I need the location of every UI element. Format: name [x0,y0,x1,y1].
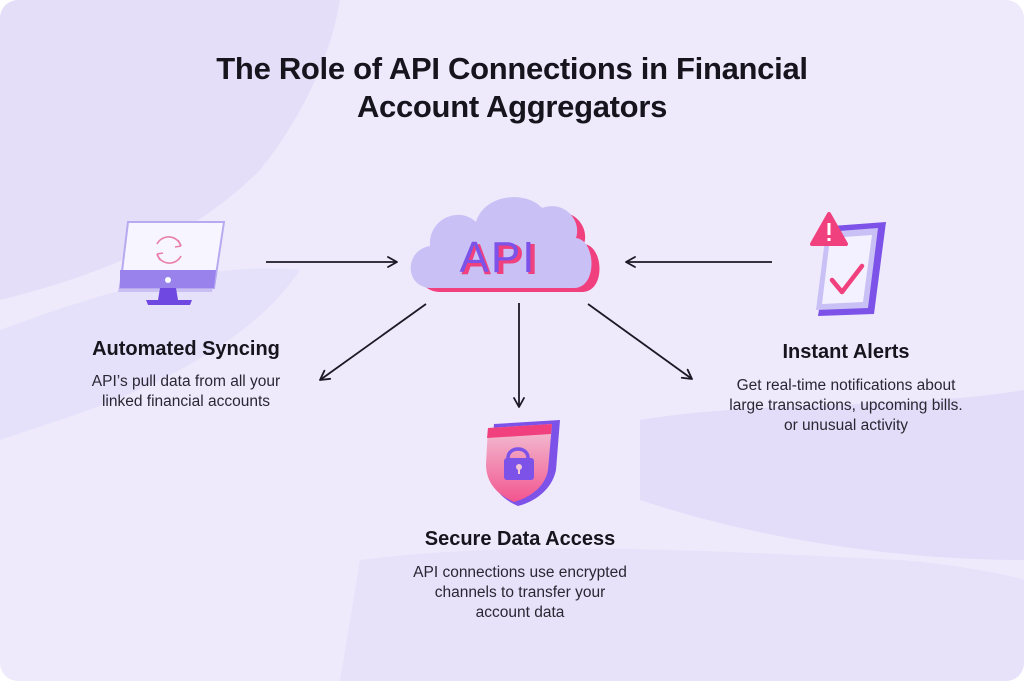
syncing-description: API’s pull data from all your linked fin… [66,372,306,412]
arrow-api-to-alerts [587,303,693,380]
shield-lock-icon [486,420,560,506]
syncing-desc-line-2: linked financial accounts [101,393,271,410]
monitor-sync-icon [118,221,226,305]
alerts-description: Get real-time notifications about large … [701,376,991,436]
phone-alert-icon [810,212,886,316]
title-line-2: Account Aggregators [356,89,668,124]
security-desc-line-1: API connections use encrypted [413,564,627,581]
alerts-desc-line-2: large transactions, upcoming bills. [729,397,963,414]
title-line-1: The Role of API Connections in Financial [216,51,808,86]
alerts-title: Instant Alerts [782,341,910,363]
api-label: API [460,233,537,282]
security-title: Secure Data Access [424,528,616,550]
svg-text:API: API [460,235,539,284]
page-title: The Role of API Connections in Financial… [112,50,912,126]
syncing-desc-line-1: API’s pull data from all your [91,373,281,390]
alerts-desc-line-1: Get real-time notifications about [736,377,956,394]
syncing-title: Automated Syncing [92,338,280,360]
arrow-api-to-syncing [319,303,427,381]
cloud-icon: API API [410,197,600,292]
alerts-desc-line-3: or unusual activity [783,417,909,434]
security-desc-line-3: account data [475,604,565,621]
security-description: API connections use encrypted channels t… [380,563,660,623]
security-desc-line-2: channels to transfer your [434,584,606,601]
